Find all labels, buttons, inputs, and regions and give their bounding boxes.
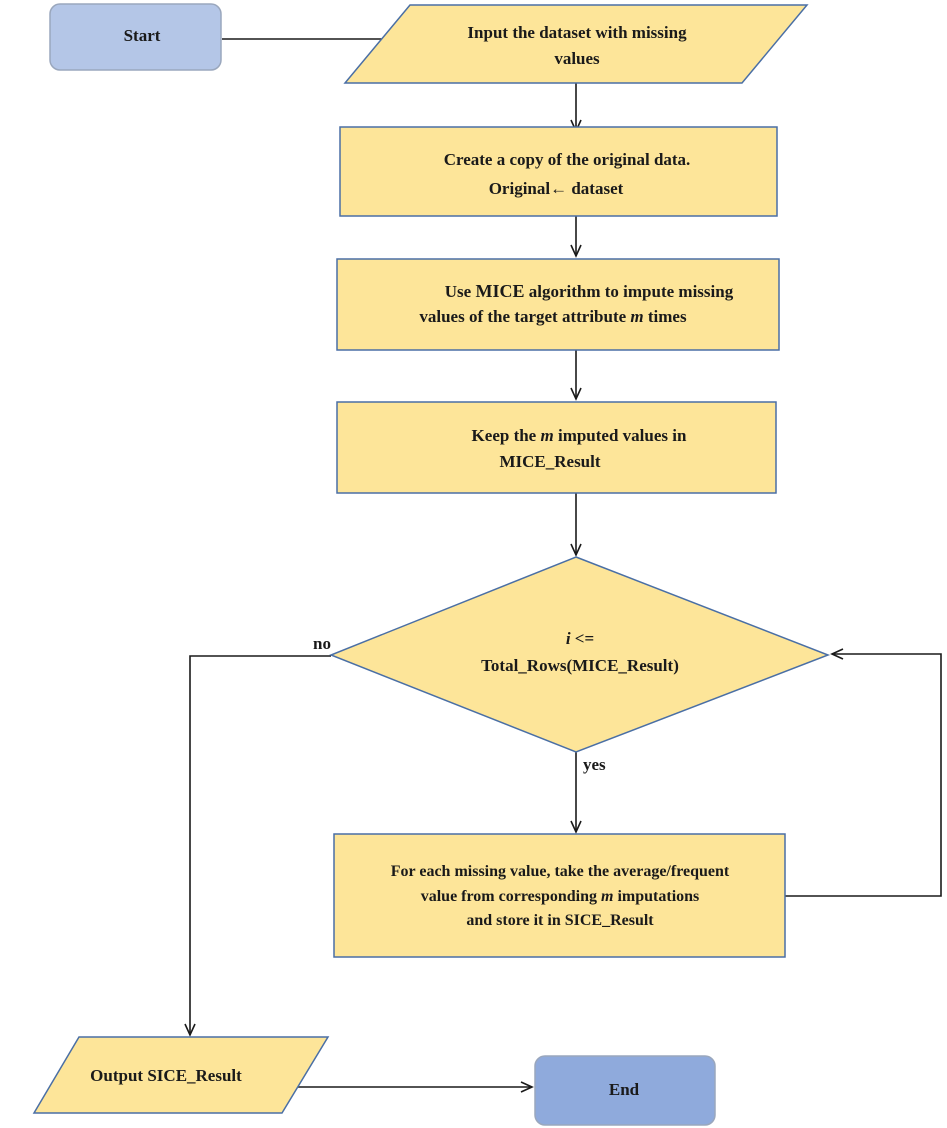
- output-label: Output SICE_Result: [90, 1066, 242, 1085]
- decision-label-line1: i <=: [566, 629, 594, 648]
- decision-node: i <= Total_Rows(MICE_Result): [328, 556, 831, 753]
- copy-shape: [339, 126, 778, 217]
- end-node: End: [534, 1055, 716, 1126]
- average-shape: [333, 833, 786, 958]
- input-node: Input the dataset with missing values: [343, 4, 809, 84]
- average-label-line2: value from corresponding m imputations: [421, 888, 700, 905]
- edge-label-no: no: [313, 634, 331, 653]
- average-node: For each missing value, take the average…: [333, 833, 786, 958]
- copy-label-line1: Create a copy of the original data.: [444, 150, 691, 169]
- decision-label-line2: Total_Rows(MICE_Result): [481, 656, 679, 675]
- average-label-line1: For each missing value, take the average…: [391, 863, 730, 880]
- keep-node: Keep the m imputed values in MICE_Result: [336, 401, 777, 494]
- input-label-line1: Input the dataset with missing: [467, 23, 687, 42]
- mice-shape: [336, 258, 780, 351]
- copy-label-line2: Original← dataset: [489, 179, 624, 198]
- mice-label-line2: values of the target attribute m times: [419, 307, 687, 326]
- edge-label-yes: yes: [583, 755, 606, 774]
- decision-shape: [328, 556, 831, 753]
- start-node: Start: [49, 3, 222, 71]
- start-label: Start: [124, 26, 161, 45]
- keep-label-line2: MICE_Result: [499, 452, 600, 471]
- keep-label-line1: Keep the m imputed values in: [472, 426, 687, 445]
- start-shape: [49, 3, 222, 71]
- end-label: End: [609, 1080, 640, 1099]
- connectors: [184, 33, 942, 1093]
- mice-label-line1: Use MICE algorithm to impute missing: [445, 281, 734, 301]
- end-shape: [534, 1055, 716, 1126]
- keep-shape: [336, 401, 777, 494]
- average-label-line3: and store it in SICE_Result: [466, 912, 654, 929]
- input-shape: [343, 4, 809, 84]
- edge-decision-no-to-output: [184, 655, 331, 1037]
- copy-node: Create a copy of the original data. Orig…: [339, 126, 778, 217]
- input-label-line2: values: [554, 49, 600, 68]
- output-node: Output SICE_Result: [32, 1036, 330, 1114]
- mice-node: Use MICE algorithm to impute missing val…: [336, 258, 780, 351]
- edge-average-loop-back: [785, 648, 942, 897]
- output-shape: [32, 1036, 330, 1114]
